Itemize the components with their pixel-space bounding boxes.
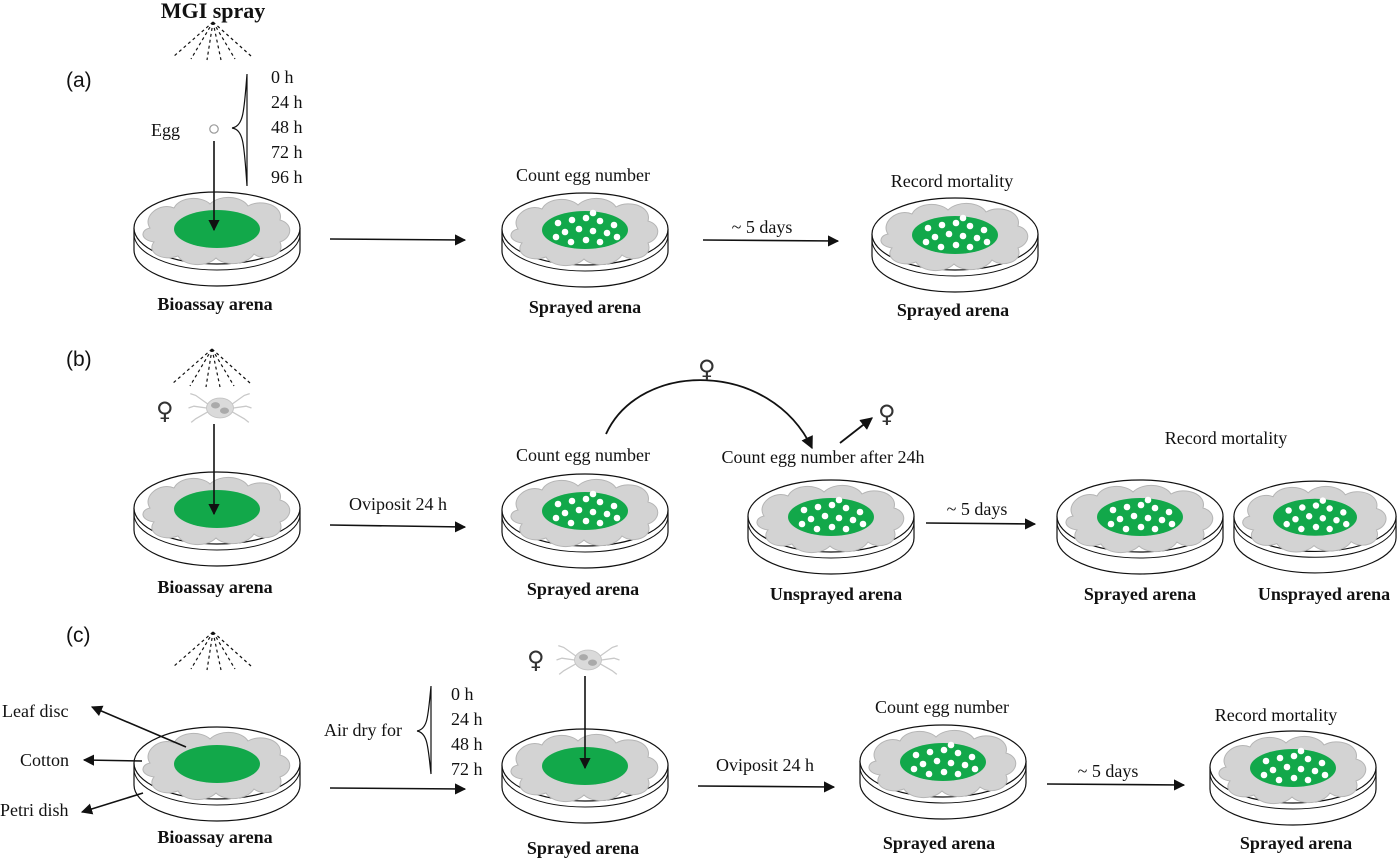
- flow-arrow: [329, 783, 467, 795]
- step-caption: Sprayed arena: [1240, 833, 1352, 853]
- step-caption: Unsprayed arena: [770, 584, 902, 604]
- female-icon: ♀: [698, 355, 716, 383]
- mite-icon: [188, 392, 252, 424]
- step-title: Record mortality: [1165, 428, 1287, 448]
- female-icon: ♀: [878, 400, 896, 428]
- timing-item: 24 h: [451, 709, 483, 729]
- egg-label: Egg: [151, 120, 180, 140]
- arrow-label: Oviposit 24 h: [716, 755, 814, 775]
- flow-arrow: [702, 235, 840, 247]
- timing-item: 72 h: [271, 142, 303, 162]
- step-caption: Bioassay arena: [157, 827, 272, 847]
- arrow-label: ~ 5 days: [1078, 761, 1139, 781]
- egg-icon: [209, 124, 219, 134]
- transfer-arrow: [605, 379, 813, 450]
- mite-icon: [556, 644, 620, 676]
- panel-a-label: (a): [66, 69, 92, 92]
- timing-item: 24 h: [271, 92, 303, 112]
- flow-arrow: [329, 234, 467, 246]
- step-title: Count egg number: [875, 697, 1009, 717]
- step-caption: Sprayed arena: [1084, 584, 1196, 604]
- bioassay-dish-b: [133, 471, 301, 567]
- spray-title: MGI spray: [161, 0, 266, 23]
- step-title: Count egg number: [516, 445, 650, 465]
- timing-item: 48 h: [451, 734, 483, 754]
- leaf-disc-pointer: [90, 705, 187, 748]
- timing-brace: [416, 685, 432, 775]
- arrow-label: Oviposit 24 h: [349, 494, 447, 514]
- petri-dish-label: Petri dish: [0, 800, 69, 820]
- spray-icon: [172, 631, 252, 671]
- step-caption: Unsprayed arena: [1258, 584, 1390, 604]
- timing-list-c: 0 h 24 h 48 h 72 h: [451, 684, 483, 779]
- air-dry-label: Air dry for: [324, 720, 402, 740]
- remove-arrow: [839, 417, 873, 444]
- female-icon: ♀: [156, 397, 174, 425]
- timing-item: 72 h: [451, 759, 483, 779]
- timing-item: 96 h: [271, 167, 303, 187]
- flow-arrow: [925, 518, 1037, 530]
- flow-arrow: [697, 781, 836, 793]
- step-caption: Sprayed arena: [897, 300, 1009, 320]
- timing-list-a: 0 h 24 h 48 h 72 h 96 h: [271, 67, 303, 187]
- spray-icon: [171, 348, 251, 388]
- panel-c: (c) Leaf disc Cotton Petri dish Bioassay…: [0, 624, 1377, 858]
- step-title: Count egg number: [516, 165, 650, 185]
- timing-item: 48 h: [271, 117, 303, 137]
- panel-b-label: (b): [66, 348, 92, 371]
- timing-item: 0 h: [271, 67, 294, 87]
- female-icon: ♀: [527, 646, 545, 674]
- cotton-label: Cotton: [20, 750, 69, 770]
- step-title: Count egg number after 24h: [722, 447, 925, 467]
- timing-item: 0 h: [451, 684, 474, 704]
- arrow-label: ~ 5 days: [947, 499, 1008, 519]
- flow-arrow: [1046, 779, 1186, 791]
- flow-arrow: [329, 521, 467, 533]
- spray-icon: [172, 21, 252, 61]
- panel-a: MGI spray (a) Egg 0 h 24 h 48 h 72 h 96 …: [66, 0, 1039, 320]
- panel-c-label: (c): [66, 624, 91, 647]
- step-title: Record mortality: [1215, 705, 1337, 725]
- timing-brace: [231, 73, 248, 187]
- step-caption: Sprayed arena: [883, 833, 995, 853]
- step-title: Record mortality: [891, 171, 1013, 191]
- cotton-pointer: [82, 754, 143, 766]
- bioassay-dish-a: [133, 191, 301, 287]
- arrow-label: ~ 5 days: [732, 217, 793, 237]
- step-caption: Sprayed arena: [529, 297, 641, 317]
- bioassay-dish-c: [133, 726, 301, 822]
- step-caption: Bioassay arena: [157, 577, 272, 597]
- panel-b: (b) ♀ Bioassay arena Oviposit 24 h Count…: [66, 348, 1397, 604]
- step-caption: Bioassay arena: [157, 294, 272, 314]
- step-caption: Sprayed arena: [527, 579, 639, 599]
- leaf-disc-label: Leaf disc: [2, 701, 68, 721]
- step-caption: Sprayed arena: [527, 838, 639, 858]
- petri-dish-pointer: [80, 792, 144, 815]
